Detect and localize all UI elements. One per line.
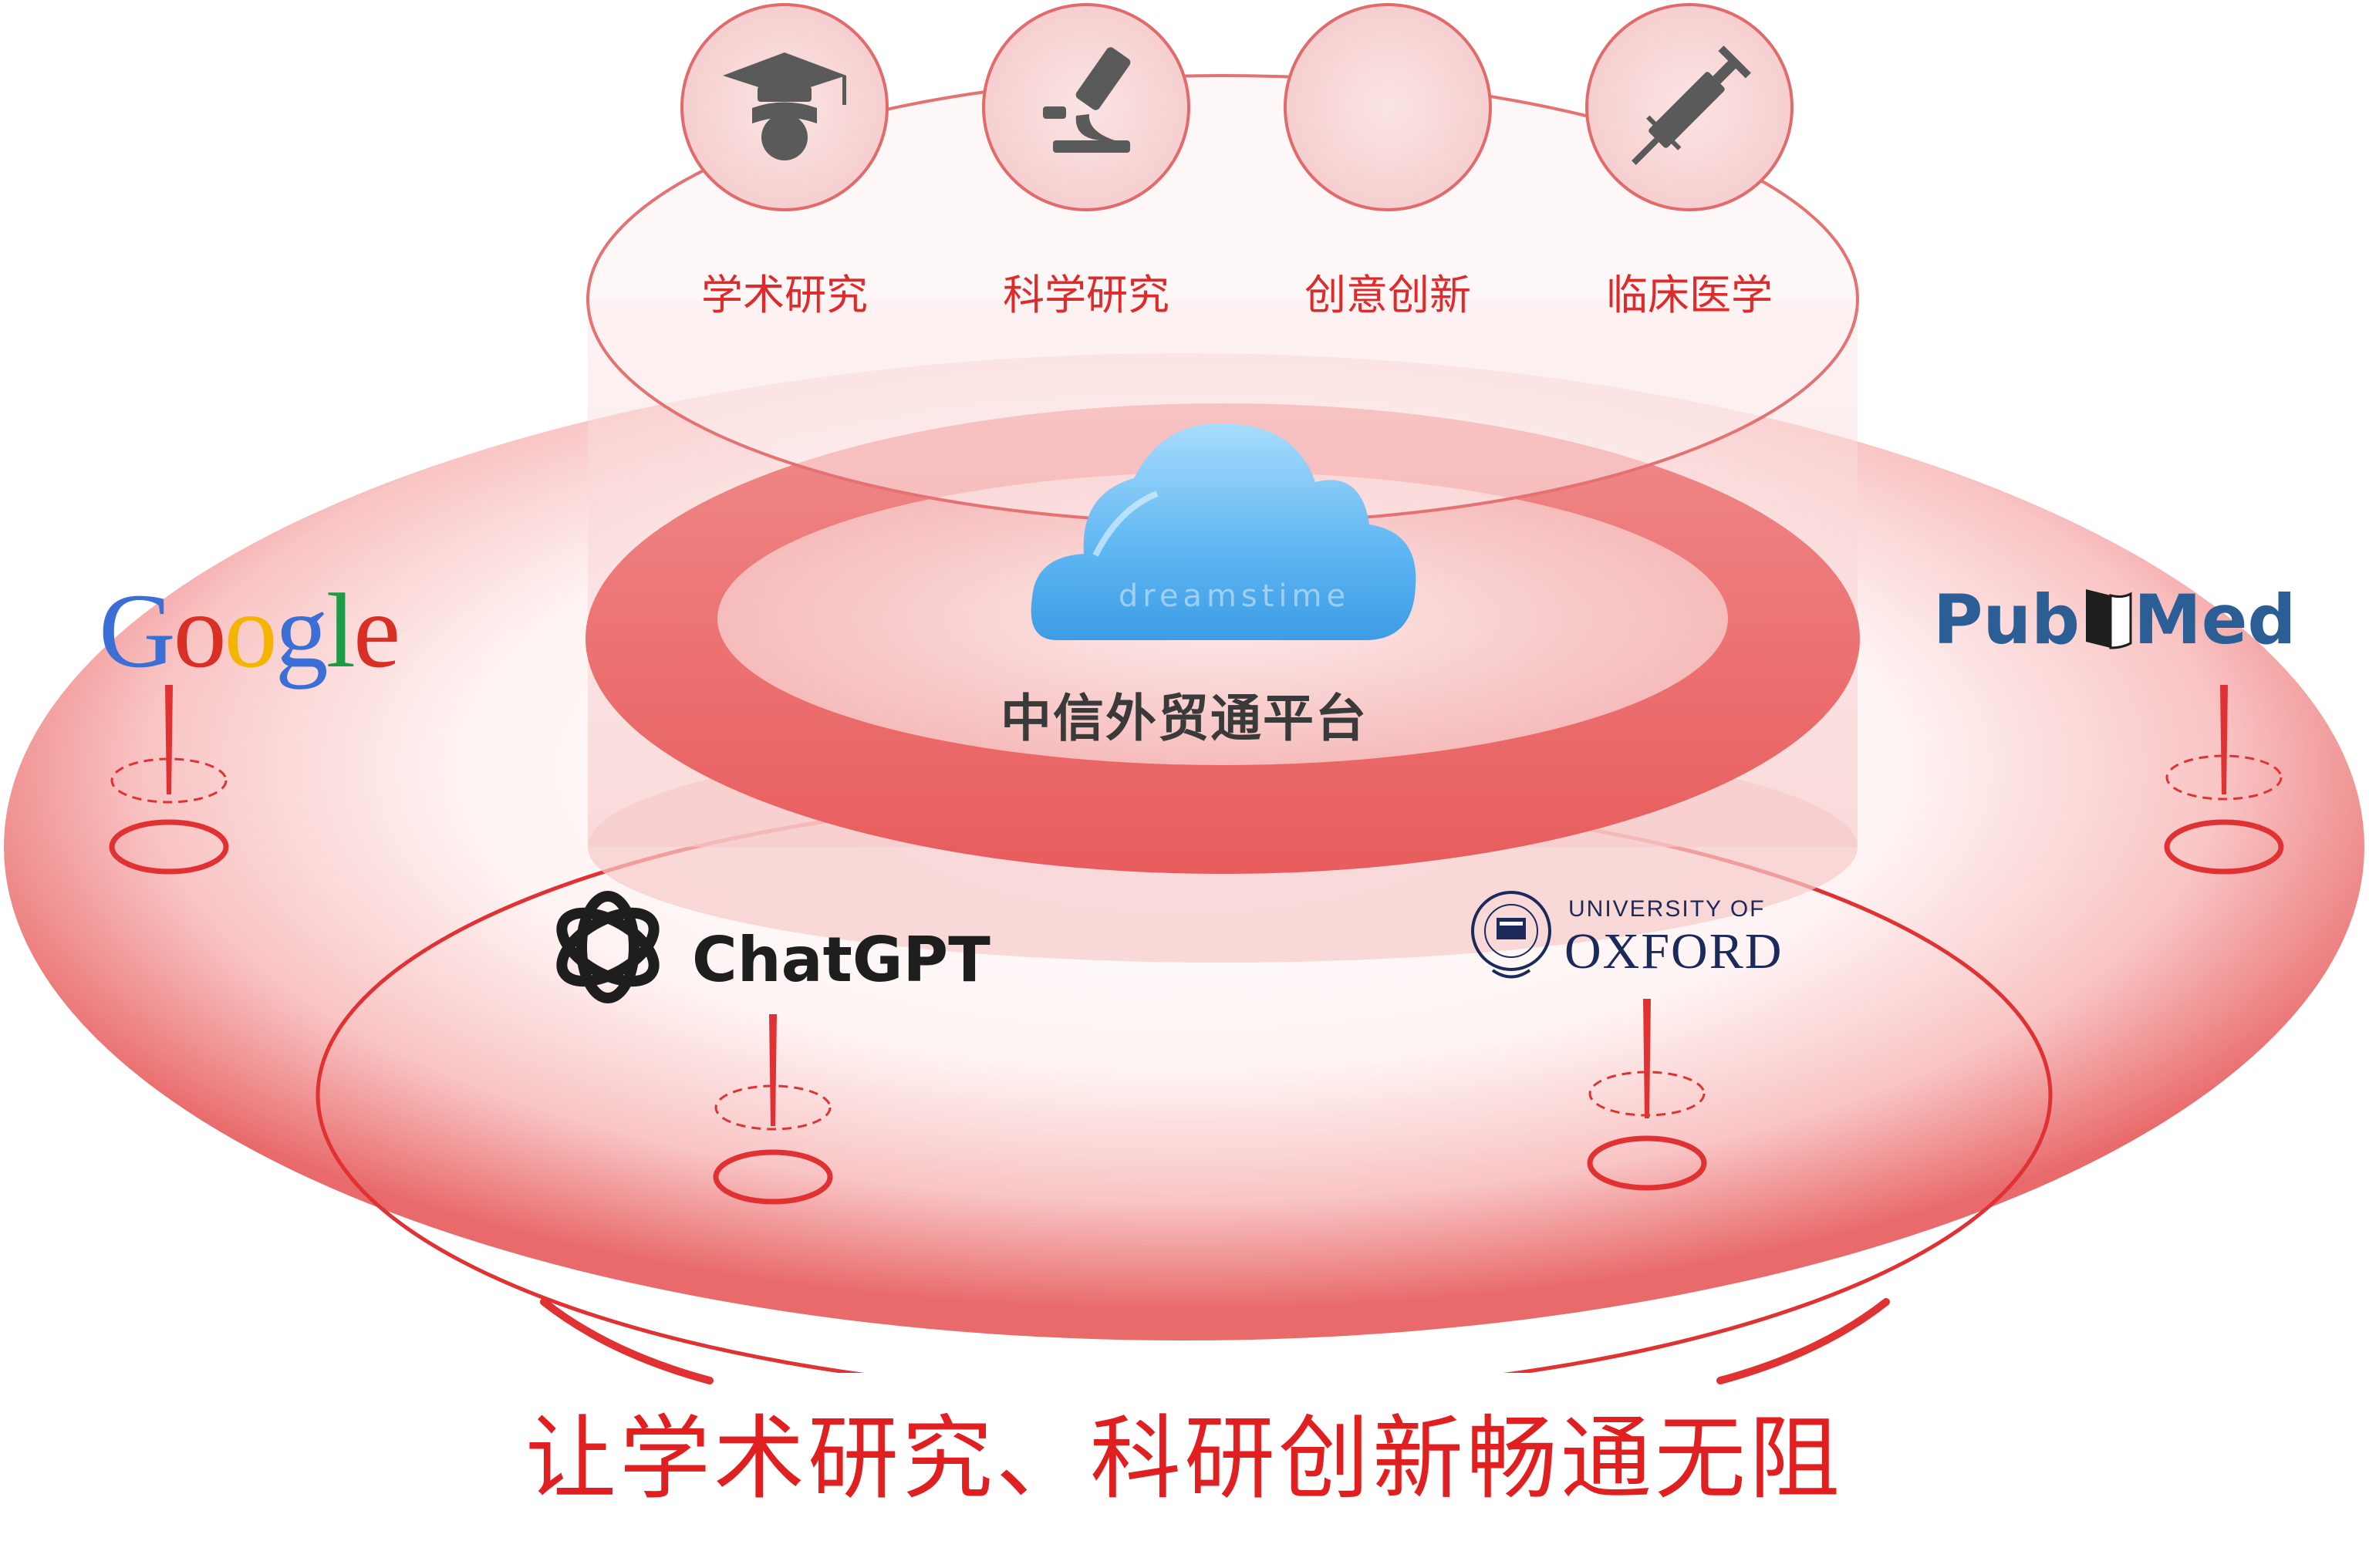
pin-oxford: [1587, 999, 1707, 1191]
pin-chatgpt: [713, 1014, 833, 1205]
oxford-crest-icon: [1471, 891, 1551, 979]
google-logo: Google: [99, 569, 400, 692]
oxford-logo-line2: OXFORD: [1564, 923, 1783, 980]
chatgpt-logo-text: ChatGPT: [692, 924, 990, 996]
google-letter: g: [275, 572, 329, 690]
category-circle-academic: [680, 3, 889, 211]
pin-pubmed: [2164, 685, 2284, 875]
google-letter: e: [353, 572, 400, 690]
microscope-icon: [1043, 47, 1131, 153]
category-label-academic: 学术研究: [701, 271, 868, 319]
platform-title: 中信外贸通平台: [1001, 689, 1368, 748]
category-circle-clinical: [1585, 3, 1794, 211]
google-letter: l: [326, 572, 356, 690]
pin-google: [109, 685, 229, 875]
oxford-logo-line1: UNIVERSITY OF: [1568, 896, 1766, 922]
category-circle-science: [982, 3, 1190, 211]
book-icon: [2080, 582, 2134, 649]
pubmed-logo-part2: Med: [2134, 580, 2296, 659]
google-letter: o: [173, 572, 227, 690]
pubmed-logo: Pub Med: [1933, 580, 2296, 659]
left-arrow-tail: [540, 1298, 714, 1384]
category-label-science: 科学研究: [1003, 271, 1169, 319]
category-label-creative: 创意创新: [1304, 271, 1471, 319]
cloud-icon: [1031, 423, 1416, 640]
google-letter: G: [99, 572, 176, 690]
syringe-icon: [1632, 46, 1751, 165]
right-arrow-tail: [1716, 1298, 1890, 1384]
watermark: dreamstime: [1118, 578, 1351, 614]
category-circle-creative: [1284, 3, 1492, 211]
openai-logo-icon: [556, 891, 660, 1003]
category-label-clinical: 临床医学: [1606, 271, 1773, 319]
graduation-cap-icon: [723, 52, 846, 160]
pubmed-logo-part1: Pub: [1933, 580, 2080, 659]
google-letter: o: [224, 572, 278, 690]
slogan: 让学术研究、科研创新畅通无阻: [525, 1405, 1843, 1512]
